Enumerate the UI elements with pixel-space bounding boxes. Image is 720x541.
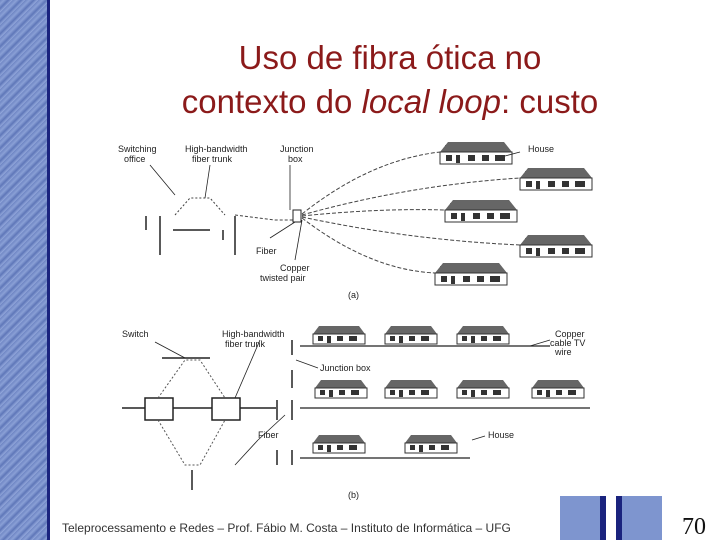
label-copper-b-3: wire bbox=[554, 347, 572, 357]
caption-b: (b) bbox=[348, 490, 359, 500]
diagram-a: Switching office High-bandwidth fiber tr… bbox=[118, 141, 593, 300]
coax-cables bbox=[300, 345, 590, 459]
fiber-trunk-lines bbox=[174, 197, 295, 221]
label-trunk-a-2: fiber trunk bbox=[192, 154, 233, 164]
switching-office-building bbox=[145, 216, 236, 255]
callout-lines-a bbox=[149, 151, 521, 261]
label-trunk-b-2: fiber trunk bbox=[225, 339, 266, 349]
footer-text: Teleprocessamento e Redes – Prof. Fábio … bbox=[62, 521, 511, 535]
junction-box-a bbox=[292, 209, 302, 223]
label-trunk-b-1: High-bandwidth bbox=[222, 329, 285, 339]
label-junction-a-2: box bbox=[288, 154, 303, 164]
label-fiber-b: Fiber bbox=[258, 430, 279, 440]
label-house-a: House bbox=[528, 144, 554, 154]
label-junction-b: Junction box bbox=[320, 363, 371, 373]
house-b-2 bbox=[384, 325, 438, 345]
house-b-7 bbox=[531, 379, 585, 399]
callout-lines-b bbox=[154, 339, 551, 466]
house-a-3 bbox=[444, 199, 518, 223]
network-diagram: Switching office High-bandwidth fiber tr… bbox=[118, 141, 593, 500]
fiber-trunk-b bbox=[157, 359, 226, 466]
house-a-1 bbox=[439, 141, 513, 165]
caption-a: (a) bbox=[348, 290, 359, 300]
house-b-8 bbox=[312, 434, 366, 454]
label-copper-b-2: cable TV bbox=[550, 338, 585, 348]
slide-title: Uso de fibra ótica no contexto do local … bbox=[60, 36, 720, 124]
title-line-2-prefix: contexto do bbox=[181, 83, 362, 120]
footer-decoration-square-2 bbox=[616, 496, 662, 540]
title-line-2-italic: local loop bbox=[361, 83, 501, 120]
title-line-2: contexto do local loop: custo bbox=[60, 80, 720, 124]
label-copper-a-2: twisted pair bbox=[260, 273, 306, 283]
label-junction-a-1: Junction bbox=[280, 144, 314, 154]
house-b-4 bbox=[314, 379, 368, 399]
house-b-3 bbox=[456, 325, 510, 345]
house-b-6 bbox=[456, 379, 510, 399]
label-copper-a-1: Copper bbox=[280, 263, 310, 273]
diagram-b: Switch High-bandwidth fiber trunk Copper… bbox=[122, 325, 590, 500]
label-house-b: House bbox=[488, 430, 514, 440]
title-line-2-suffix: : custo bbox=[501, 83, 599, 120]
label-trunk-a-1: High-bandwidth bbox=[185, 144, 248, 154]
title-line-1: Uso de fibra ótica no bbox=[238, 39, 542, 76]
copper-twisted-pairs bbox=[301, 151, 521, 274]
label-fiber-a: Fiber bbox=[256, 246, 277, 256]
house-a-5 bbox=[434, 262, 508, 286]
house-a-4 bbox=[519, 234, 593, 258]
label-switching-office-1: Switching bbox=[118, 144, 157, 154]
switch-structure bbox=[122, 340, 293, 490]
house-a-2 bbox=[519, 167, 593, 191]
house-b-9 bbox=[404, 434, 458, 454]
house-b-1 bbox=[312, 325, 366, 345]
label-switching-office-2: office bbox=[124, 154, 145, 164]
footer-decoration-square-1 bbox=[560, 496, 606, 540]
decorative-sidebar bbox=[0, 0, 50, 540]
label-switch: Switch bbox=[122, 329, 149, 339]
label-copper-b-1: Copper bbox=[555, 329, 585, 339]
house-b-5 bbox=[384, 379, 438, 399]
page-number: 70 bbox=[682, 514, 706, 540]
